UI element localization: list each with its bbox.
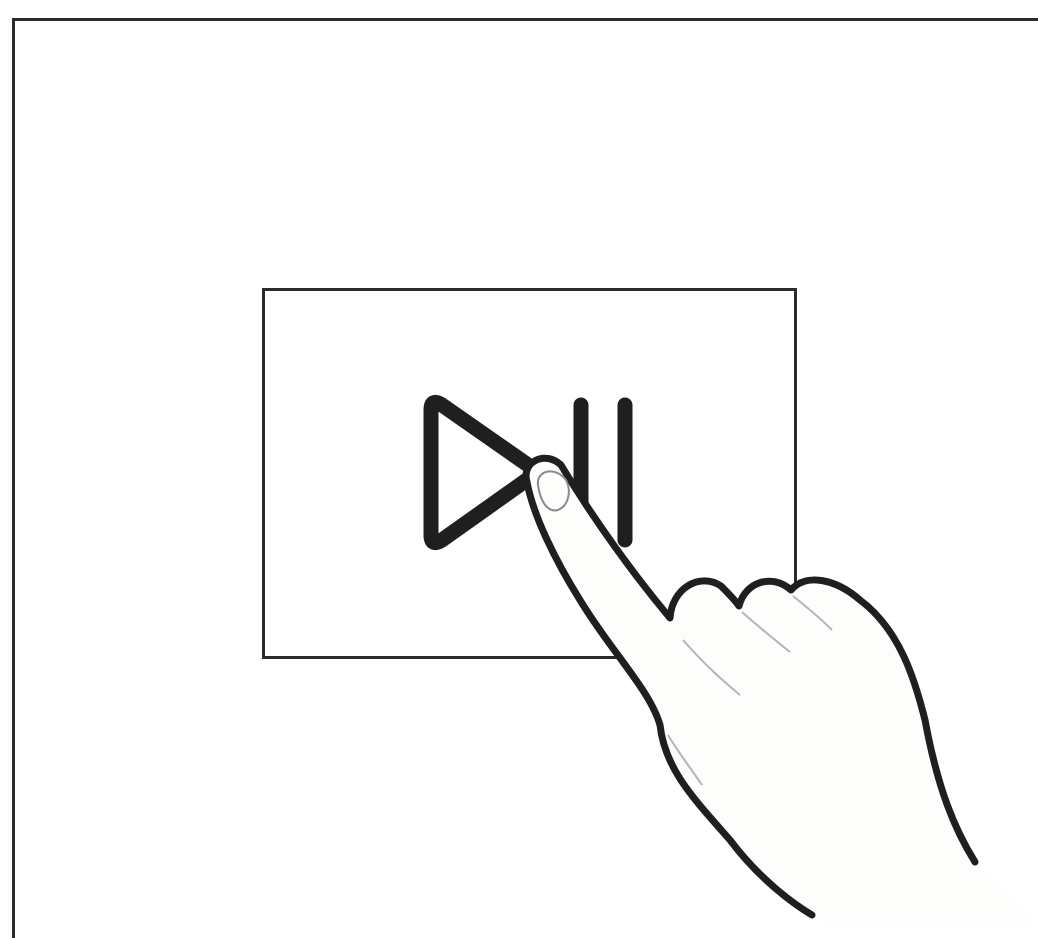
pointing-hand-icon [526, 458, 1038, 922]
play-triangle-icon [431, 402, 533, 542]
